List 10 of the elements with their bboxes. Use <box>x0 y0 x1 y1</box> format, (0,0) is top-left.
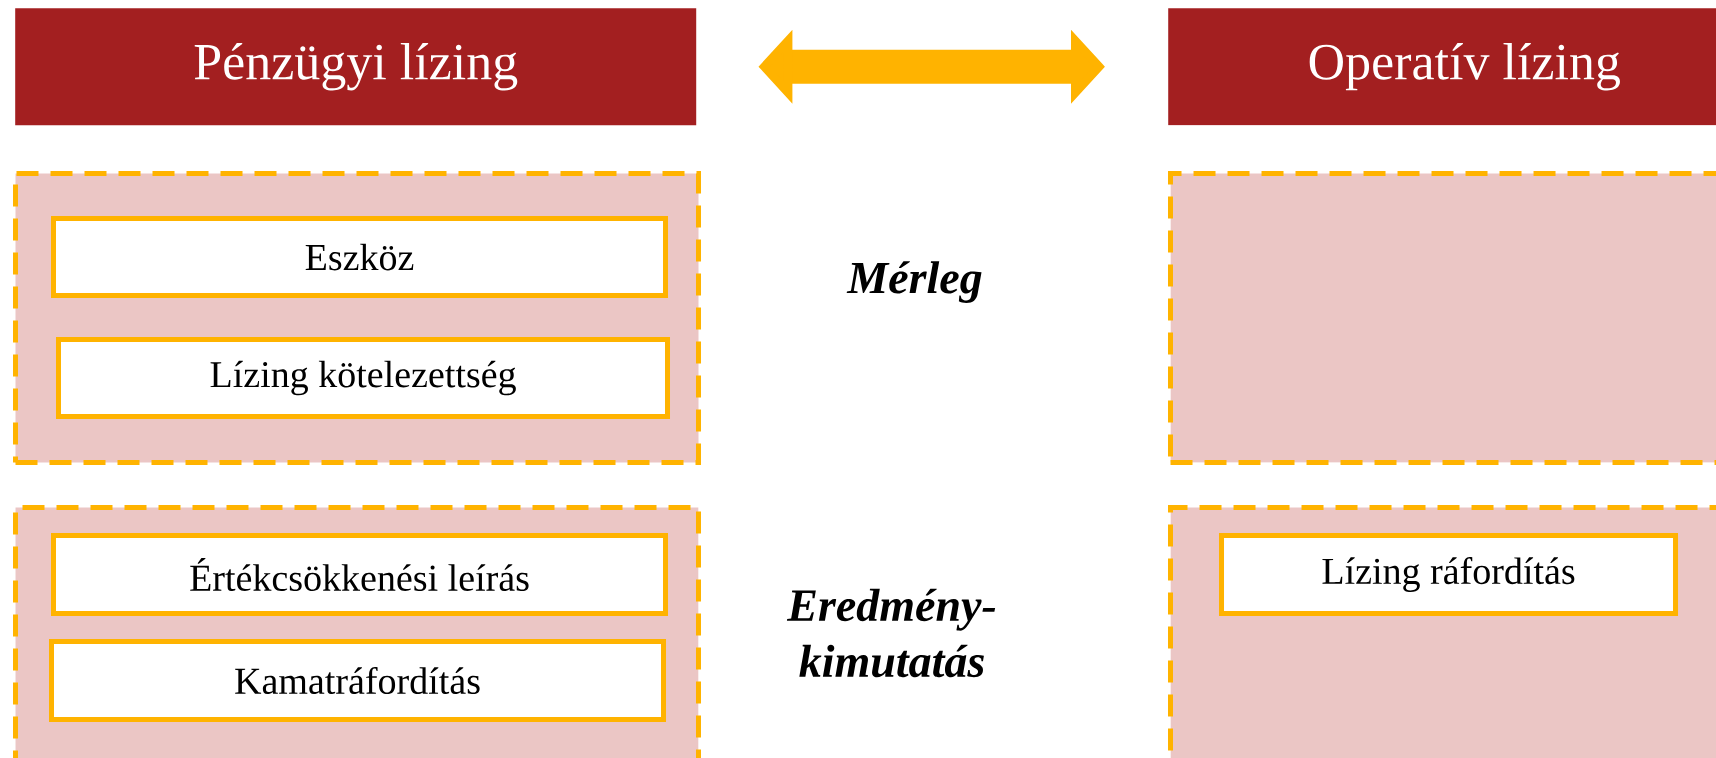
item-box: Lízing ráfordítás <box>1219 533 1678 616</box>
section-label: Mérleg <box>846 261 982 303</box>
item-box: Kamatráfordítás <box>49 639 666 722</box>
item-box: Értékcsökkenési leírás <box>51 533 668 616</box>
header-box: Pénzügyi lízing <box>15 8 697 126</box>
header-box: Operatív lízing <box>1168 8 1716 126</box>
item-box: Eszköz <box>51 216 668 298</box>
dashed-panel <box>1168 171 1716 465</box>
item-box: Lízing kötelezettség <box>56 337 670 419</box>
section-label: Eredmény-kimutatás <box>786 588 996 678</box>
